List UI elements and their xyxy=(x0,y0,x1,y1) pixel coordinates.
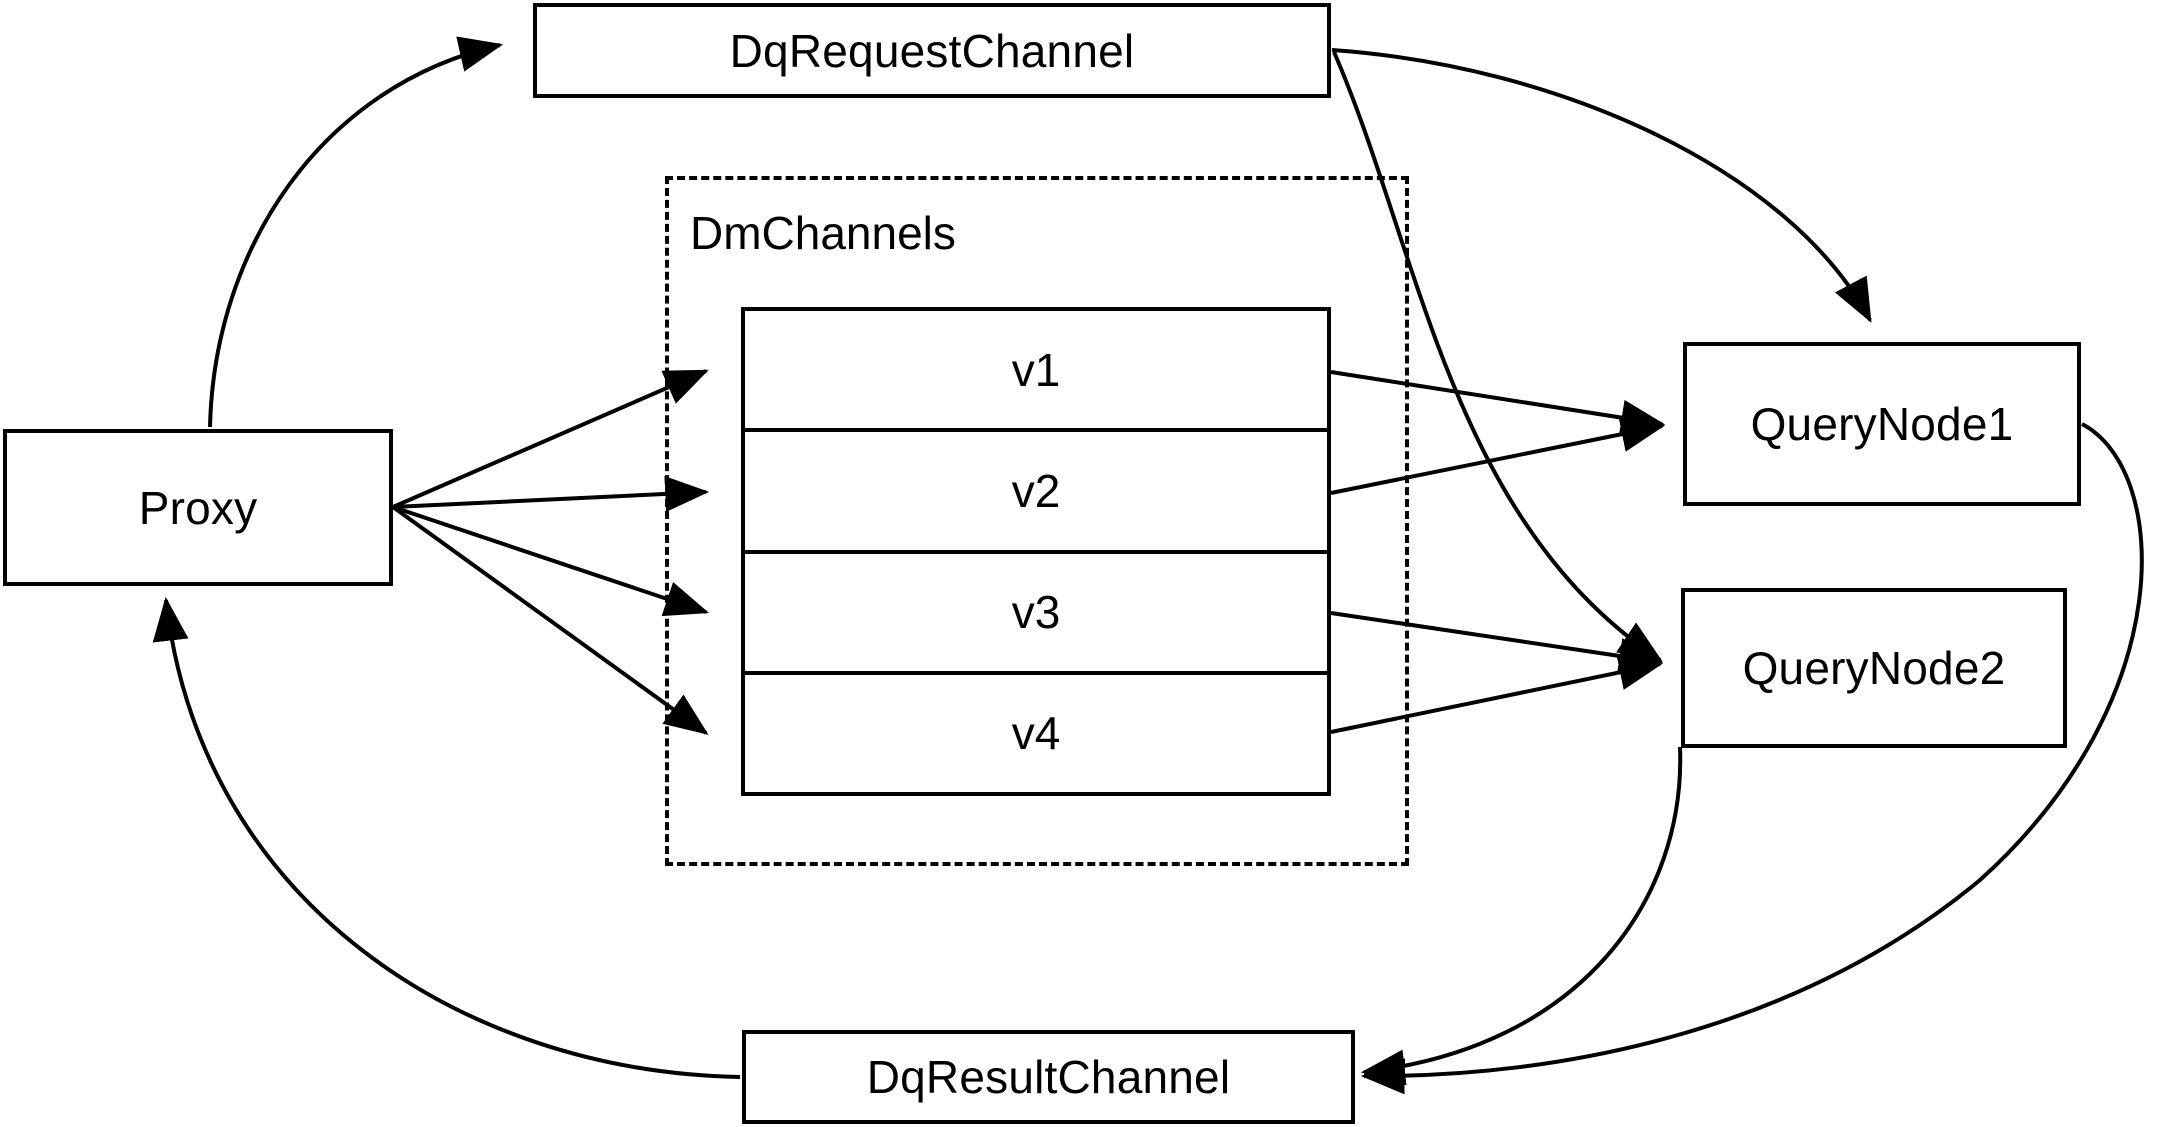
group-dm-channels-title: DmChannels xyxy=(690,207,956,259)
edge-dqresultchannel-to-proxy xyxy=(152,596,741,1079)
node-dq-result-channel-label: DqResultChannel xyxy=(866,1051,1231,1103)
node-dq-result-channel[interactable]: DqResultChannel xyxy=(742,1030,1355,1124)
node-dq-request-channel-label: DqRequestChannel xyxy=(729,24,1135,77)
edge-proxy-to-v3 xyxy=(392,505,710,617)
edge-querynode1-to-dqresultchannel xyxy=(1360,422,2144,1095)
dm-channel-row-v1[interactable]: v1 xyxy=(745,311,1327,433)
node-dq-request-channel[interactable]: DqRequestChannel xyxy=(533,3,1331,98)
dm-channel-row-v2[interactable]: v2 xyxy=(745,432,1327,554)
node-proxy-label: Proxy xyxy=(138,481,258,534)
edge-querynode2-to-dqresultchannel xyxy=(1360,746,1683,1086)
node-query-node-1[interactable]: QueryNode1 xyxy=(1683,342,2081,506)
dm-channel-label-v4: v4 xyxy=(1011,707,1061,760)
edge-proxy-to-v2 xyxy=(392,475,710,512)
dm-channel-row-v3[interactable]: v3 xyxy=(745,553,1327,675)
node-query-node-2-label: QueryNode2 xyxy=(1742,642,2006,694)
node-query-node-1-label: QueryNode1 xyxy=(1750,398,2014,450)
dm-channel-label-v3: v3 xyxy=(1011,586,1061,639)
dm-channel-label-v1: v1 xyxy=(1011,343,1061,396)
edge-dqrequestchannel-to-querynode1 xyxy=(1331,48,1872,323)
edge-proxy-to-v4 xyxy=(391,505,709,735)
edge-proxy-to-v1 xyxy=(392,369,709,509)
edge-proxy-to-dqrequestchannel xyxy=(208,36,504,428)
dm-channel-label-v2: v2 xyxy=(1011,464,1061,517)
node-proxy[interactable]: Proxy xyxy=(3,429,393,586)
dm-channel-stack: v1 v2 v3 v4 xyxy=(741,307,1331,796)
node-query-node-2[interactable]: QueryNode2 xyxy=(1681,588,2067,748)
dm-channel-row-v4[interactable]: v4 xyxy=(745,674,1327,792)
